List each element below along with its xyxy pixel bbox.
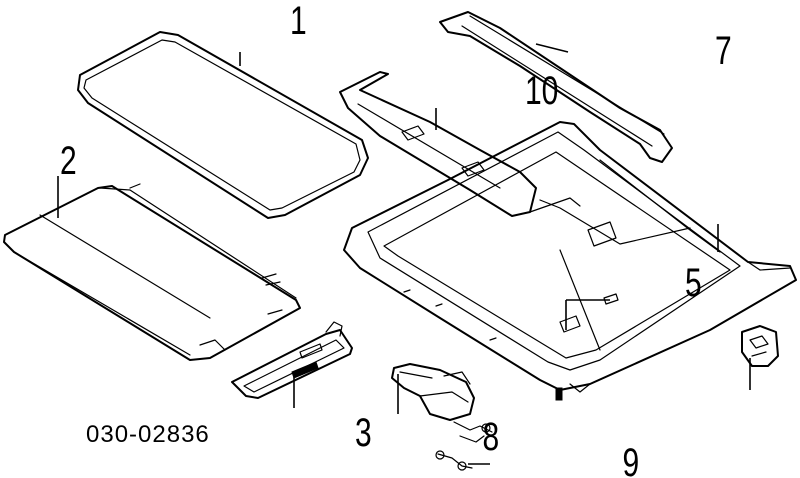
callout-3: 3: [355, 411, 372, 455]
leader-5: [565, 299, 610, 330]
part-1-glass-panel: [77, 31, 369, 219]
callout-8: 8: [483, 415, 500, 459]
leader-lines: [57, 43, 751, 465]
part-6-bracket: [741, 325, 779, 367]
part-3-guide-bracket: [231, 321, 353, 399]
part-4-frame-assembly: [343, 121, 797, 401]
callout-5: 5: [685, 261, 702, 305]
callout-10: 10: [525, 69, 558, 113]
callout-2: 2: [60, 139, 77, 183]
part-7-deflector: [439, 11, 673, 163]
callout-7: 7: [715, 29, 732, 73]
part-5-fastener: [559, 293, 619, 333]
part-code: 030-02836: [86, 421, 210, 448]
part-8-motor: [391, 363, 493, 443]
part-10-front-trim: [339, 71, 537, 217]
leader-7: [535, 43, 569, 53]
callout-9: 9: [623, 441, 640, 478]
callout-1: 1: [290, 0, 307, 43]
part-2-sunshade: [3, 183, 301, 361]
callout-labels: 1 2 3 4 5 6 7 8 9 10: [60, 0, 732, 478]
part-9-harness: [435, 450, 473, 471]
